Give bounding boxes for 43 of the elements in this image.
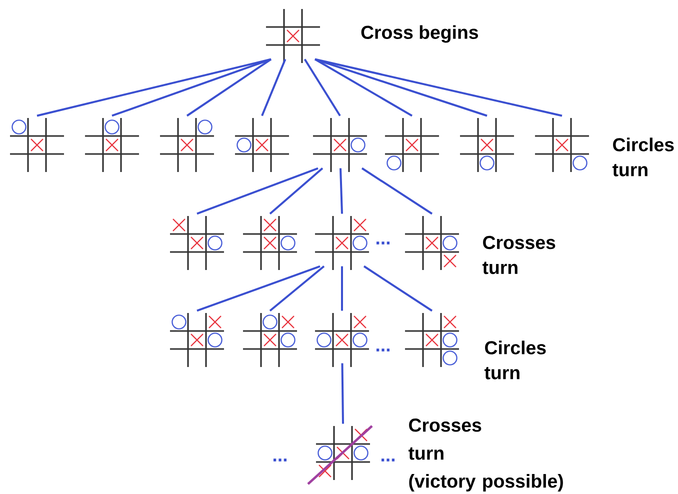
- board-drawing: [405, 216, 459, 270]
- board-drawing: [307, 425, 373, 485]
- row-label: Circles turn: [612, 138, 674, 176]
- connector-line: [314, 58, 562, 117]
- connector-line: [196, 167, 318, 215]
- connector-line: [361, 167, 433, 215]
- row-label: Crosses turn: [482, 236, 556, 274]
- board-drawing: [266, 9, 320, 63]
- connector-line: [304, 58, 341, 116]
- board-drawing: [235, 118, 289, 172]
- connector-line: [269, 168, 324, 214]
- board-drawing: [460, 118, 514, 172]
- connector-line: [314, 58, 412, 117]
- connector-line: [196, 265, 320, 312]
- connector-line: [36, 58, 272, 117]
- board-drawing: [160, 118, 214, 172]
- connector-line: [269, 266, 325, 312]
- connector-line: [340, 168, 343, 214]
- connector-line: [363, 265, 433, 312]
- connector-line: [261, 58, 286, 116]
- board-drawing: [405, 313, 459, 367]
- board-drawing: [243, 216, 297, 270]
- board-drawing: [170, 313, 224, 367]
- connector-line: [341, 266, 343, 311]
- board-drawing: [315, 216, 369, 270]
- row-label: Crosses turn (victory possible): [408, 418, 563, 492]
- board-drawing: [85, 118, 139, 172]
- connector-line: [186, 58, 272, 117]
- row-label: Circles turn: [484, 340, 546, 380]
- board-drawing: [243, 313, 297, 367]
- connector-line: [341, 363, 344, 424]
- connector-line: [314, 58, 488, 117]
- ellipsis-dots: ...: [274, 458, 287, 462]
- row-label: Cross begins: [361, 25, 478, 43]
- board-drawing: [535, 118, 589, 172]
- board-drawing: [385, 118, 439, 172]
- board-drawing: [170, 216, 224, 270]
- board-drawing: [10, 118, 64, 172]
- board-drawing: [315, 313, 369, 367]
- ellipsis-dots: ...: [376, 348, 390, 352]
- ellipsis-dots: ...: [376, 242, 390, 244]
- connector-line: [112, 58, 272, 117]
- board-drawing: [313, 118, 367, 172]
